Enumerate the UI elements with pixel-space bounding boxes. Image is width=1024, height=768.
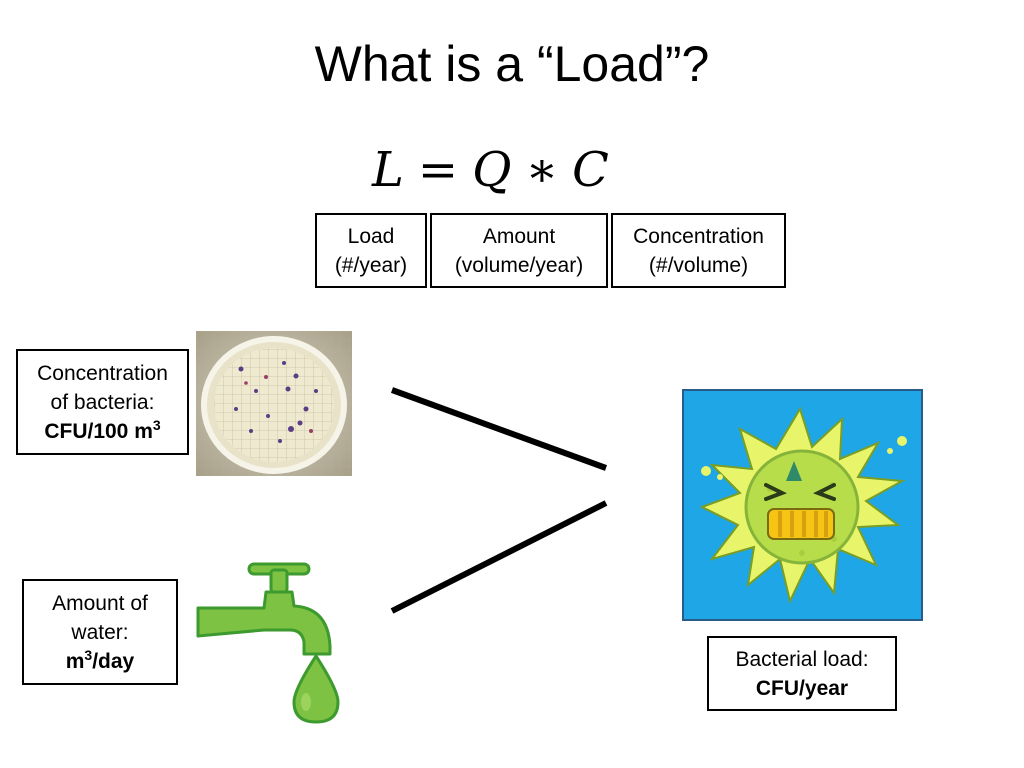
load-label: Load: [347, 224, 395, 248]
water-unit: m3/day: [65, 646, 135, 673]
load-definition-box: Load (#/year): [315, 213, 427, 288]
bacterial-load-box: Bacterial load: CFU/year: [707, 636, 897, 711]
concentration-definition-box: Concentration (#/volume): [611, 213, 786, 288]
water-label-line2: water:: [71, 620, 129, 644]
amount-unit: (volume/year): [454, 253, 584, 277]
result-label: Bacterial load:: [735, 647, 869, 671]
formula-times: ∗: [525, 142, 559, 198]
combine-lines: [390, 387, 608, 614]
load-unit: (#/year): [334, 253, 408, 277]
page-title: What is a “Load”?: [314, 36, 710, 92]
amount-label: Amount: [482, 224, 556, 248]
water-amount-box: Amount of water: m3/day: [22, 579, 178, 685]
result-unit: CFU/year: [755, 676, 849, 700]
bacteria-germ-icon: [682, 389, 923, 621]
bacteria-label-line1: Concentration: [37, 361, 168, 385]
formula-concentration-symbol: C: [572, 142, 609, 198]
formula-amount-symbol: Q: [472, 142, 512, 198]
load-formula: L=Q∗C: [372, 140, 662, 200]
water-tap-icon: [196, 562, 340, 724]
concentration-label: Concentration: [633, 224, 764, 248]
petri-dish-icon: [196, 331, 352, 476]
formula-load-symbol: L: [372, 142, 404, 198]
amount-definition-box: Amount (volume/year): [430, 213, 608, 288]
bacteria-label-line2: of bacteria:: [50, 390, 155, 414]
formula-equals: =: [417, 142, 459, 198]
water-label-line1: Amount of: [52, 591, 148, 615]
bacteria-unit: CFU/100 m3: [44, 416, 161, 443]
bacteria-concentration-box: Concentration of bacteria: CFU/100 m3: [16, 349, 189, 455]
concentration-unit: (#/volume): [648, 253, 749, 277]
